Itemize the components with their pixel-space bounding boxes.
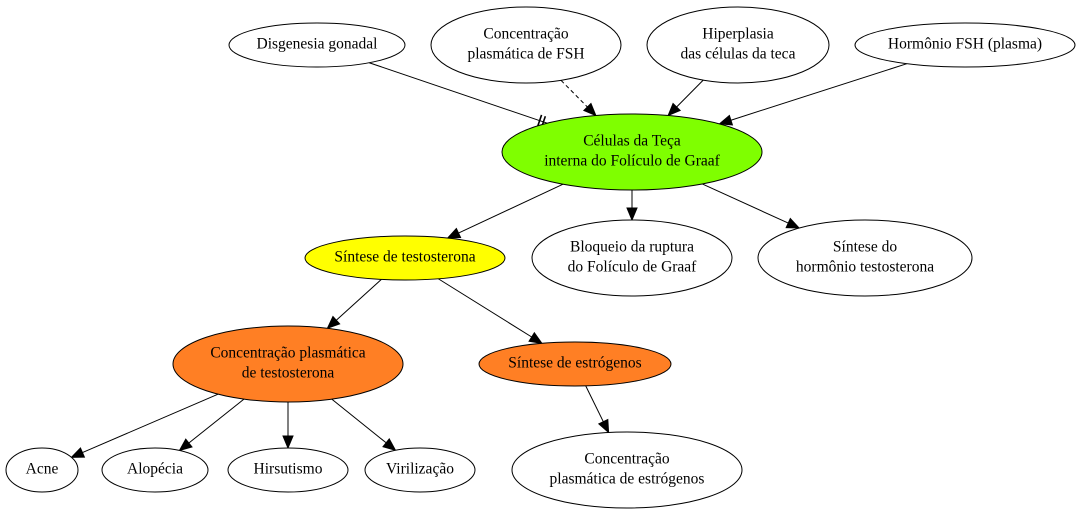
arrowhead <box>70 447 86 458</box>
arrowhead <box>446 227 462 239</box>
edge-line <box>331 398 387 444</box>
node-label: Concentração plasmática <box>210 345 365 362</box>
arrowhead <box>326 315 341 330</box>
arrowhead <box>626 207 638 222</box>
node-ellipse <box>854 22 1076 68</box>
edge-celulas-teca-to-sintese-testo <box>446 183 564 239</box>
node-ellipse <box>430 6 622 84</box>
node-label: Síntese do <box>833 239 897 256</box>
node-sintese-testo: Síntese de testosterona <box>304 235 506 281</box>
node-label: Acne <box>26 461 59 478</box>
node-celulas-teca: Células da Teça interna do Folículo de Gr… <box>501 113 763 191</box>
arrowhead <box>528 331 543 345</box>
node-label: plasmática de estrógenos <box>550 471 705 488</box>
node-label: Virilização <box>386 461 454 478</box>
node-ellipse <box>478 341 672 387</box>
edge-sintese-testo-to-conc-testo <box>326 279 382 330</box>
node-ellipse <box>364 447 476 493</box>
edge-line <box>458 183 564 234</box>
edge-line <box>188 398 245 444</box>
node-label: Síntese de testosterona <box>334 249 475 266</box>
node-ellipse <box>101 447 209 493</box>
node-disgenesia: Disgenesia gonadal <box>228 22 406 68</box>
edge-line <box>585 385 604 422</box>
arrowhead <box>178 438 193 452</box>
edge-sintese-testo-to-sintese-estro <box>438 278 543 345</box>
node-virilizacao: Virilização <box>364 447 476 493</box>
node-ellipse <box>501 113 763 191</box>
arrowhead <box>718 114 734 126</box>
node-ellipse <box>5 447 79 493</box>
node-label: das células da teca <box>681 46 796 63</box>
edge-celulas-teca-to-bloqueio <box>626 190 638 222</box>
node-label: Disgenesia gonadal <box>257 36 378 53</box>
edge-conc-testo-to-hirsutismo <box>282 402 294 450</box>
edge-line <box>335 279 382 321</box>
edge-hiperplasia-to-celulas-teca <box>667 79 704 117</box>
node-hirsutismo: Hirsutismo <box>227 447 349 493</box>
edge-line <box>438 278 532 338</box>
node-conc-fsh: Concentração plasmática de FSH <box>430 6 622 84</box>
node-label: Hirsutismo <box>254 461 323 478</box>
node-sintese-estro: Síntese de estrógenos <box>478 341 672 387</box>
node-label: Células da Teça <box>583 133 681 150</box>
node-label: Hiperplasia <box>702 26 774 43</box>
edge-conc-fsh-to-celulas-teca <box>560 79 597 117</box>
edge-celulas-teca-to-sintese-hormonio <box>702 183 801 229</box>
edge-conc-testo-to-alopecia <box>178 398 245 452</box>
node-ellipse <box>511 431 743 509</box>
node-label: Concentração <box>483 26 568 43</box>
node-label: Bloqueio da ruptura <box>570 239 694 256</box>
arrowhead <box>382 437 397 452</box>
node-ellipse <box>304 235 506 281</box>
edge-line <box>676 79 704 108</box>
edge-line <box>702 183 789 224</box>
arrowhead <box>597 418 610 434</box>
arrowhead <box>582 102 597 117</box>
node-ellipse <box>228 22 406 68</box>
node-label: interna do Folículo de Graaf <box>544 153 720 170</box>
edge-hormonio-fsh-to-celulas-teca <box>718 63 908 126</box>
node-label: Síntese de estrógenos <box>508 355 641 372</box>
edge-line <box>730 63 908 121</box>
node-label: do Folículo de Graaf <box>568 259 698 276</box>
edge-line <box>82 393 219 454</box>
node-label: Concentração <box>584 451 669 468</box>
node-label: Hormônio FSH (plasma) <box>888 36 1042 53</box>
node-ellipse <box>757 219 973 297</box>
node-conc-estro: Concentração plasmática de estrógenos <box>511 431 743 509</box>
edge-line <box>560 79 588 108</box>
edges-layer <box>70 62 908 458</box>
edge-conc-testo-to-acne <box>70 393 219 458</box>
node-hiperplasia: Hiperplasia das células da teca <box>646 6 830 84</box>
node-hormonio-fsh: Hormônio FSH (plasma) <box>854 22 1076 68</box>
tee-mark <box>536 114 543 127</box>
node-sintese-hormonio: Síntese do hormônio testosterona <box>757 219 973 297</box>
node-label: Alopécia <box>127 461 183 478</box>
node-ellipse <box>646 6 830 84</box>
arrowhead <box>282 435 294 450</box>
node-ellipse <box>531 219 733 297</box>
node-label: plasmática de FSH <box>467 46 584 63</box>
nodes-layer: Disgenesia gonadalConcentraçãoplasmática… <box>5 6 1076 509</box>
node-ellipse <box>172 325 404 403</box>
edge-conc-testo-to-virilizacao <box>331 398 397 452</box>
edge-sintese-estro-to-conc-estro <box>585 385 610 434</box>
node-conc-testo: Concentração plasmática de testosterona <box>172 325 404 403</box>
node-label: de testosterona <box>242 365 335 382</box>
node-label: hormônio testosterona <box>796 259 934 276</box>
edge-line <box>369 62 548 124</box>
node-acne: Acne <box>5 447 79 493</box>
node-bloqueio: Bloqueio da ruptura do Folículo de Graaf <box>531 219 733 297</box>
arrowhead <box>785 217 801 229</box>
node-ellipse <box>227 447 349 493</box>
node-alopecia: Alopécia <box>101 447 209 493</box>
arrowhead <box>667 102 682 117</box>
